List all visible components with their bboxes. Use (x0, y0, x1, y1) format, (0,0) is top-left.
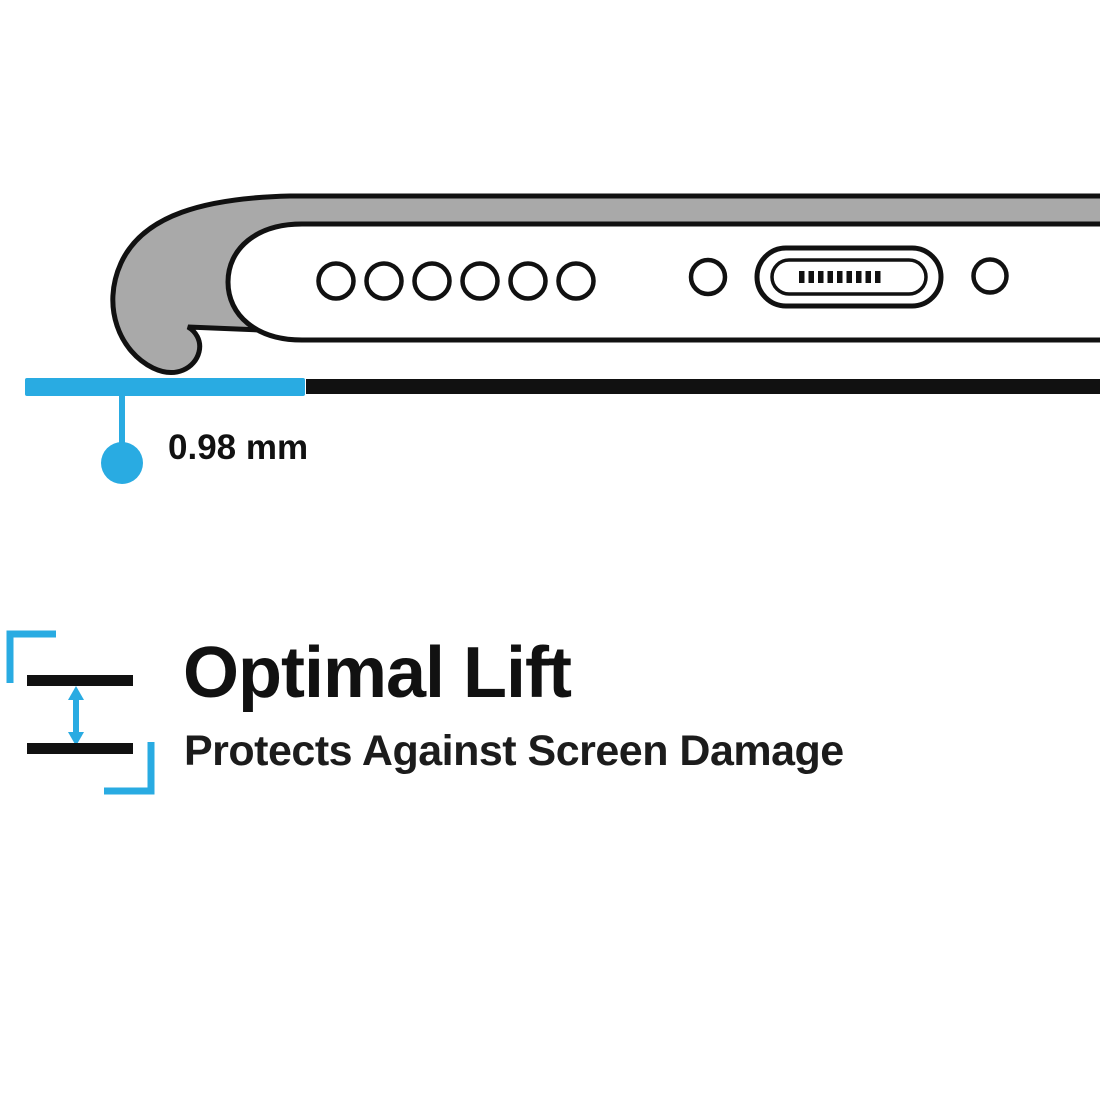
feature-title: Optimal Lift (183, 633, 572, 713)
lift-gap-icon (6, 630, 155, 795)
feature-subtitle: Protects Against Screen Damage (184, 727, 844, 775)
speaker-hole (364, 261, 404, 301)
speaker-hole (460, 261, 500, 301)
double-arrow-icon (68, 686, 84, 746)
port-pin-contacts (799, 271, 881, 283)
charging-port-icon (754, 245, 944, 309)
surface-bar-accent (25, 378, 305, 396)
surface-bar-dark (306, 379, 1100, 394)
speaker-hole (508, 261, 548, 301)
phone-body-shape (225, 221, 1100, 343)
measurement-dot (101, 442, 143, 484)
screen-bar-bottom (27, 743, 133, 754)
corner-bracket-top-icon (6, 630, 56, 683)
speaker-holes-icon (316, 261, 596, 301)
speaker-hole (556, 261, 596, 301)
screw-hole-right-icon (971, 257, 1009, 295)
measurement-label: 0.98 mm (168, 428, 309, 467)
screw-hole-left-icon (688, 257, 728, 297)
lift-gap-measure-icon (101, 396, 143, 484)
corner-bracket-bottom-icon (104, 742, 155, 795)
speaker-hole (316, 261, 356, 301)
measurement-pointer-line (119, 396, 125, 448)
phone-bottom-edge-in-case-icon (25, 193, 1100, 484)
screen-bar-top (27, 675, 133, 686)
speaker-hole (412, 261, 452, 301)
